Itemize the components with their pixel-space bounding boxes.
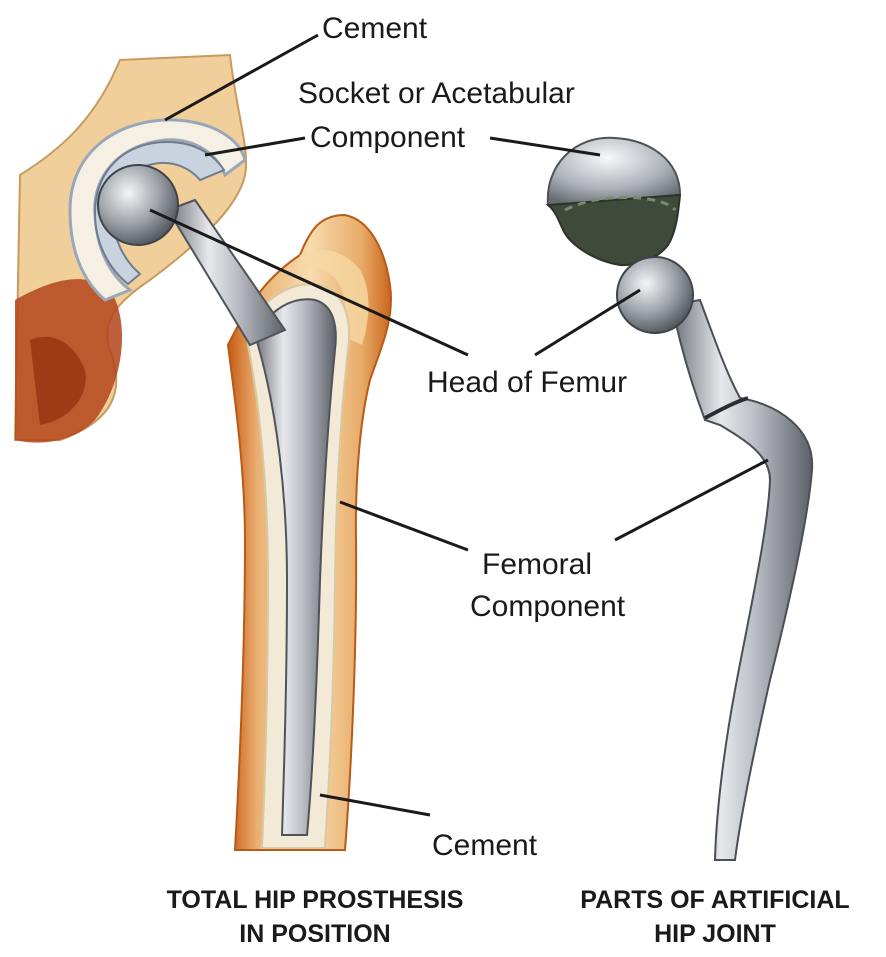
leader-femoral-left bbox=[340, 502, 468, 550]
caption-right-line2: HIP JOINT bbox=[654, 920, 776, 948]
leader-head-right bbox=[535, 290, 640, 355]
femoral-head-part bbox=[617, 257, 693, 333]
caption-left-line1: TOTAL HIP PROSTHESIS bbox=[167, 886, 464, 914]
label-cement-bottom: Cement bbox=[432, 829, 538, 862]
caption-left-line2: IN POSITION bbox=[239, 920, 390, 948]
leader-femoral-right bbox=[615, 460, 768, 540]
label-femoral-line2: Component bbox=[470, 590, 626, 623]
caption-right-line1: PARTS OF ARTIFICIAL bbox=[580, 886, 849, 914]
label-cement-top: Cement bbox=[322, 12, 428, 45]
femoral-stem-part bbox=[672, 300, 812, 860]
label-socket-line1: Socket or Acetabular bbox=[298, 77, 575, 110]
label-head-of-femur: Head of Femur bbox=[427, 366, 627, 399]
acetabular-cup-part bbox=[548, 138, 680, 265]
femoral-head-left bbox=[98, 165, 178, 245]
label-socket-line2: Component bbox=[310, 121, 466, 154]
label-femoral-line1: Femoral bbox=[482, 548, 592, 581]
